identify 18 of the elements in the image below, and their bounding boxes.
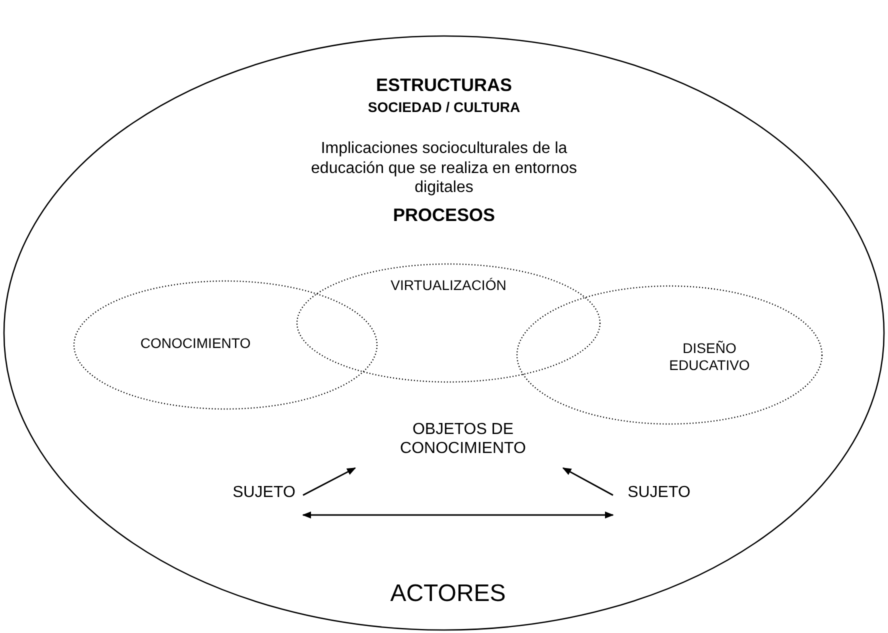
- arrow: [302, 511, 614, 519]
- node-label: SUJETO: [232, 483, 296, 502]
- description: Implicaciones socioculturales de la educación que se realiza en entornos digitales: [310, 139, 578, 197]
- dotted-ellipse: [73, 280, 378, 410]
- arrow: [562, 467, 614, 496]
- heading: SOCIEDAD / CULTURA: [368, 98, 520, 116]
- node-label: VIRTUALIZACIÓN: [390, 277, 506, 294]
- node-label: DISEÑO EDUCATIVO: [668, 340, 751, 374]
- section-heading: PROCESOS: [392, 205, 496, 226]
- arrow: [302, 467, 356, 496]
- heading: ESTRUCTURAS: [376, 75, 512, 97]
- section-heading: ACTORES: [389, 580, 507, 608]
- dotted-ellipse: [296, 263, 601, 383]
- dotted-ellipse: [516, 285, 823, 425]
- node-label: OBJETOS DE CONOCIMIENTO: [399, 420, 527, 458]
- node-label: CONOCIMIENTO: [140, 335, 251, 352]
- node-label: SUJETO: [628, 483, 690, 502]
- ellipse-region: [3, 35, 885, 631]
